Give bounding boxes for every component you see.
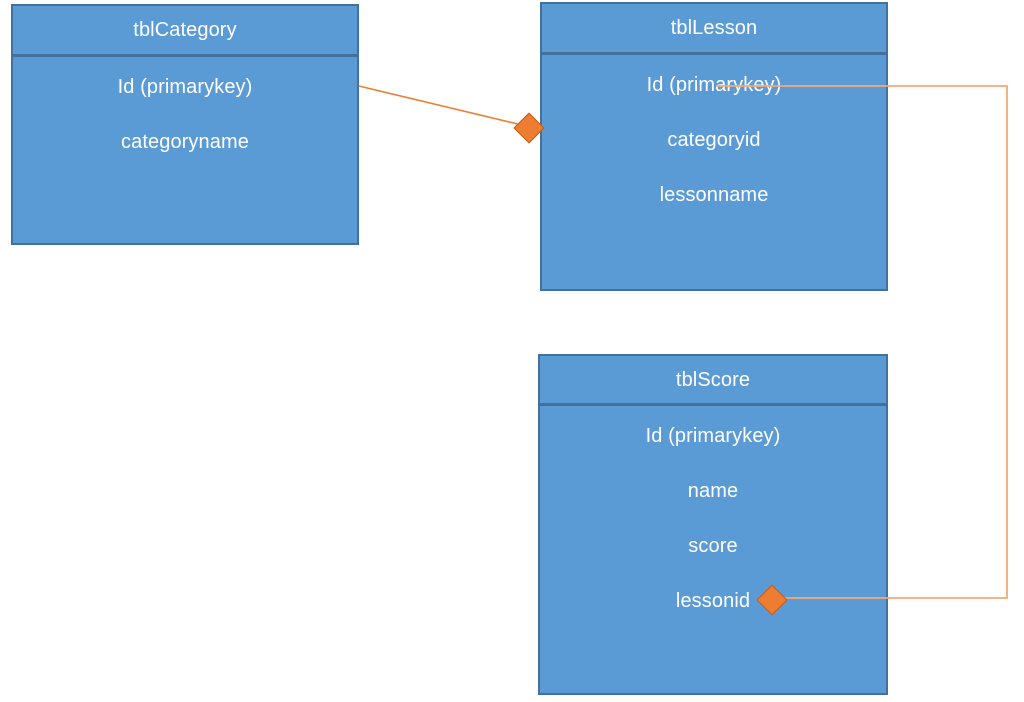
entity-tblcategory-body: Id (primarykey) categoryname [13, 57, 357, 187]
field-label: score [688, 535, 738, 557]
field-label: categoryid [667, 129, 761, 151]
entity-tblscore-title: tblScore [675, 368, 751, 391]
field-tbllesson-id[interactable]: Id (primarykey) [542, 75, 886, 130]
field-label: Id (primarykey) [646, 74, 782, 96]
entity-tblscore-body: Id (primarykey) name score lessonid [540, 406, 886, 646]
field-tblscore-score[interactable]: score [540, 536, 886, 591]
entity-tblscore-header: tblScore [540, 356, 886, 406]
field-tbllesson-categoryid[interactable]: categoryid [542, 130, 886, 185]
field-tbllesson-lessonname[interactable]: lessonname [542, 185, 886, 240]
field-tblscore-name[interactable]: name [540, 481, 886, 536]
field-label: lessonid [675, 590, 751, 612]
entity-tbllesson-body: Id (primarykey) categoryid lessonname [542, 55, 886, 240]
entity-tblcategory-title: tblCategory [133, 19, 237, 41]
field-tblcategory-id[interactable]: Id (primarykey) [13, 77, 357, 132]
entity-tblcategory-header: tblCategory [13, 6, 357, 57]
entity-tblcategory[interactable]: tblCategory Id (primarykey) categoryname [11, 4, 359, 245]
entity-tbllesson-header: tblLesson [542, 4, 886, 55]
field-tblcategory-categoryname[interactable]: categoryname [13, 132, 357, 187]
field-label: Id (primarykey) [117, 76, 253, 98]
field-label: categoryname [121, 131, 249, 153]
entity-tblscore[interactable]: tblScore Id (primarykey) name score less… [538, 354, 888, 695]
field-label: Id (primarykey) [645, 425, 781, 447]
field-label: name [687, 480, 739, 502]
entity-tbllesson-title: tblLesson [670, 17, 758, 39]
entity-tbllesson[interactable]: tblLesson Id (primarykey) categoryid les… [540, 2, 888, 291]
relationship-line-category-lesson [358, 85, 531, 128]
field-tblscore-id[interactable]: Id (primarykey) [540, 426, 886, 481]
field-label: lessonname [659, 184, 769, 206]
field-tblscore-lessonid[interactable]: lessonid [540, 591, 886, 646]
